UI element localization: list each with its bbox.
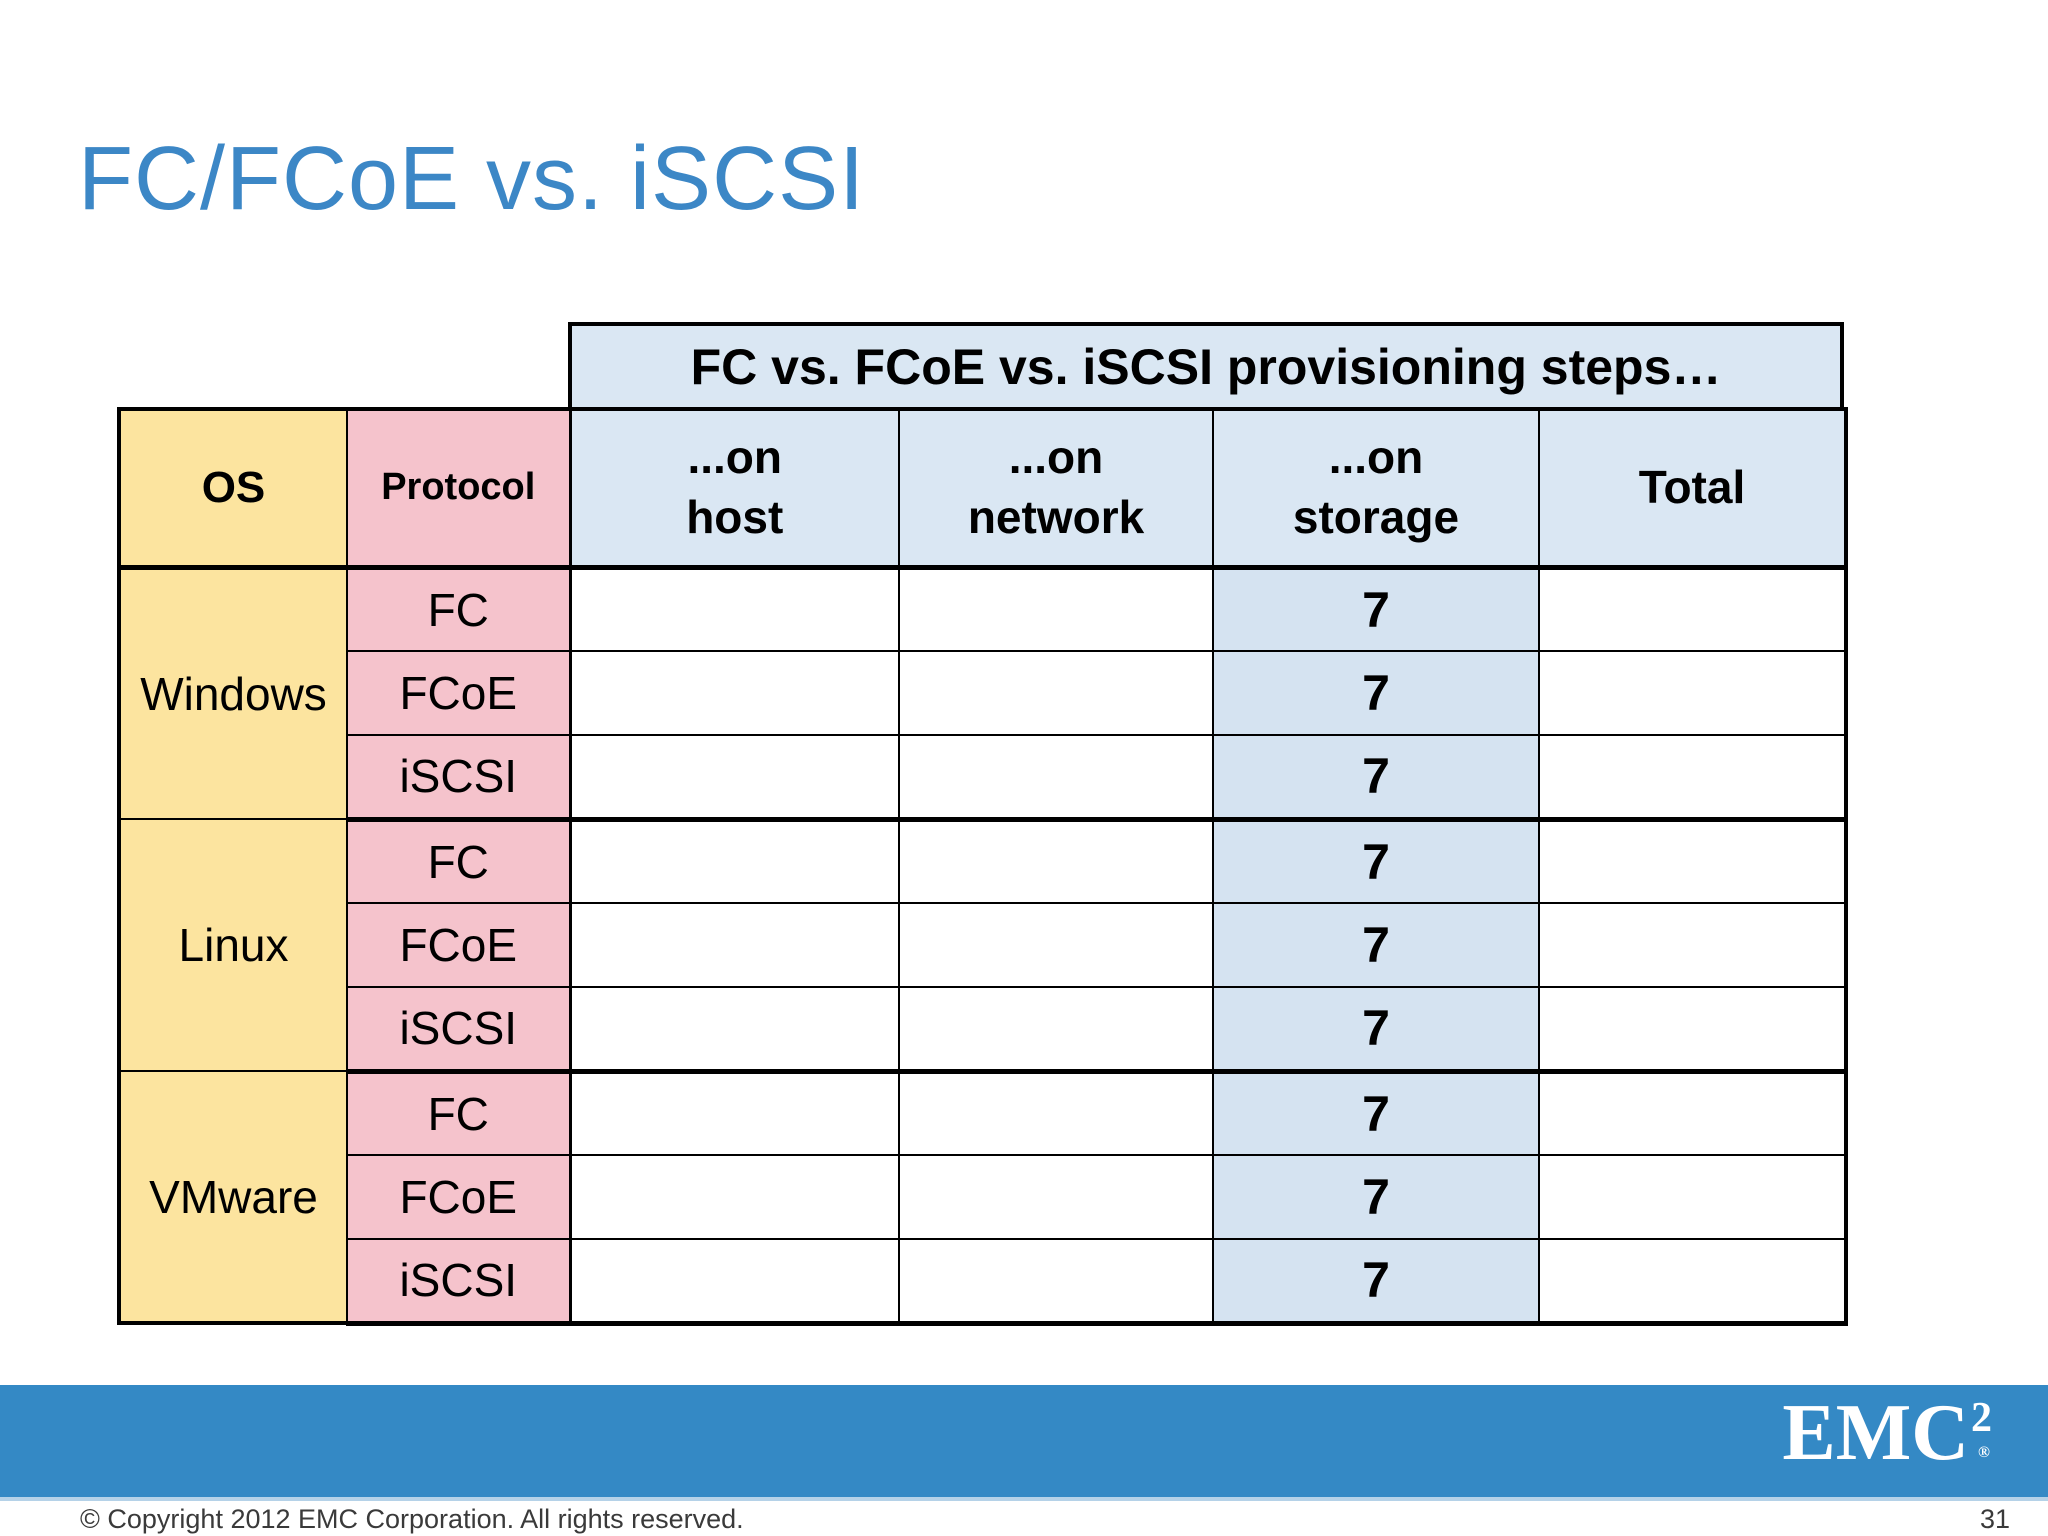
host-cell — [569, 986, 900, 1074]
os-cell-windows: Windows — [118, 566, 348, 820]
protocol-cell: iSCSI — [346, 1238, 572, 1326]
protocol-cell: FC — [346, 1070, 572, 1156]
network-cell — [898, 1154, 1214, 1240]
host-cell — [569, 818, 900, 904]
provisioning-table: OS Protocol ...on host ...on network ...… — [117, 407, 1848, 1326]
protocol-cell: FC — [346, 818, 572, 904]
bottom-brand-bar: EMC2 ® — [0, 1385, 2048, 1501]
storage-cell: 7 — [1212, 566, 1540, 652]
network-cell — [898, 818, 1214, 904]
emc-logo-exponent: 2 — [1971, 1395, 1993, 1441]
network-cell — [898, 1238, 1214, 1326]
os-cell-linux: Linux — [118, 818, 348, 1072]
network-cell — [898, 902, 1214, 988]
network-cell — [898, 734, 1214, 822]
copyright-text: © Copyright 2012 EMC Corporation. All ri… — [80, 1504, 744, 1534]
protocol-cell: FCoE — [346, 902, 572, 988]
total-cell — [1538, 1238, 1847, 1326]
protocol-cell: FC — [346, 566, 572, 652]
storage-cell: 7 — [1212, 986, 1540, 1074]
table-row-windows-iscsi: iSCSI 7 — [119, 734, 1847, 822]
emc-logo-text: EMC — [1782, 1389, 1970, 1477]
protocol-cell: FCoE — [346, 650, 572, 736]
host-cell — [569, 566, 900, 652]
page-number: 31 — [1979, 1504, 2010, 1534]
total-cell — [1538, 650, 1847, 736]
host-cell — [569, 1154, 900, 1240]
network-cell — [898, 650, 1214, 736]
storage-cell: 7 — [1212, 734, 1540, 822]
storage-cell: 7 — [1212, 1154, 1540, 1240]
host-cell — [569, 1070, 900, 1156]
total-cell — [1538, 734, 1847, 822]
os-cell-vmware: VMware — [118, 1070, 348, 1324]
total-cell — [1538, 1070, 1847, 1156]
host-cell — [569, 650, 900, 736]
storage-cell: 7 — [1212, 1238, 1540, 1326]
table-row-linux-iscsi: iSCSI 7 — [119, 986, 1847, 1074]
column-header-total: Total — [1538, 408, 1847, 570]
registered-mark-icon: ® — [1978, 1444, 1990, 1461]
protocol-cell: iSCSI — [346, 986, 572, 1074]
table-row-vmware-fcoe: FCoE 7 — [119, 1154, 1847, 1240]
network-cell — [898, 1070, 1214, 1156]
storage-cell: 7 — [1212, 902, 1540, 988]
emc-logo: EMC2® — [1782, 1393, 1993, 1473]
storage-cell: 7 — [1212, 1070, 1540, 1156]
column-header-protocol: Protocol — [346, 408, 572, 570]
table-row-windows-fcoe: FCoE 7 — [119, 650, 1847, 736]
table-header-row: OS Protocol ...on host ...on network ...… — [118, 408, 1847, 570]
column-header-on-storage: ...on storage — [1212, 408, 1540, 570]
protocol-cell: iSCSI — [346, 734, 572, 822]
table-row-linux-fcoe: FCoE 7 — [119, 902, 1847, 988]
table-banner: FC vs. FCoE vs. iSCSI provisioning steps… — [568, 322, 1844, 407]
slide-title: FC/FCoE vs. iSCSI — [78, 129, 866, 229]
total-cell — [1538, 986, 1847, 1074]
column-header-on-host: ...on host — [569, 408, 900, 570]
total-cell — [1538, 1154, 1847, 1240]
table-row-vmware-iscsi: iSCSI 7 — [119, 1238, 1847, 1326]
total-cell — [1538, 902, 1847, 988]
column-header-on-network: ...on network — [898, 408, 1214, 570]
total-cell — [1538, 566, 1847, 652]
storage-cell: 7 — [1212, 650, 1540, 736]
network-cell — [898, 986, 1214, 1074]
column-header-os: OS — [118, 408, 348, 570]
host-cell — [569, 1238, 900, 1326]
total-cell — [1538, 818, 1847, 904]
protocol-cell: FCoE — [346, 1154, 572, 1240]
host-cell — [569, 902, 900, 988]
host-cell — [569, 734, 900, 822]
storage-cell: 7 — [1212, 818, 1540, 904]
network-cell — [898, 566, 1214, 652]
